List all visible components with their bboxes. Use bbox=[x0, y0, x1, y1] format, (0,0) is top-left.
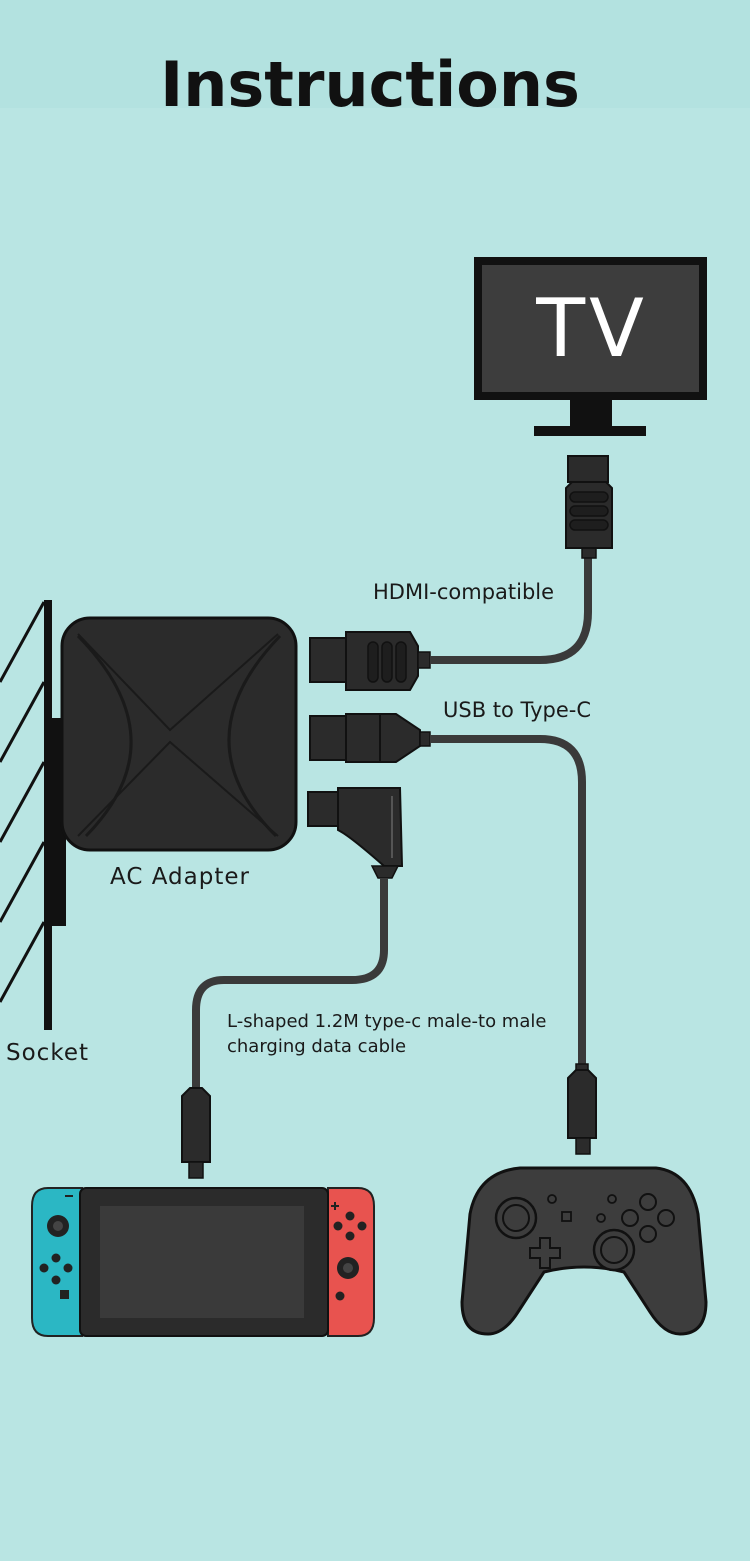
l-shaped-plug-adapter bbox=[307, 787, 404, 879]
hdmi-cable bbox=[430, 552, 592, 664]
page-title: Instructions bbox=[160, 48, 580, 121]
tv-label: TV bbox=[536, 282, 648, 375]
socket-label: Socket bbox=[6, 1040, 89, 1066]
tv-monitor bbox=[474, 257, 707, 436]
hdmi-label: HDMI-compatible bbox=[373, 580, 555, 604]
hdmi-plug-tv bbox=[565, 455, 613, 559]
usb-label: USB to Type-C bbox=[443, 698, 592, 722]
switch-console bbox=[31, 1187, 375, 1337]
cable-label: L-shaped 1.2M type-c male-to male chargi… bbox=[227, 1011, 547, 1057]
ac-adapter-label: AC Adapter bbox=[110, 864, 250, 890]
pro-controller bbox=[460, 1166, 708, 1336]
hdmi-plug-adapter bbox=[309, 631, 431, 691]
typec-plug-controller bbox=[567, 1063, 597, 1155]
usb-cable bbox=[430, 735, 586, 1066]
l-shaped-cable bbox=[192, 878, 388, 1090]
socket-wall bbox=[0, 600, 66, 1030]
ac-adapter bbox=[60, 616, 298, 852]
title-band bbox=[0, 0, 750, 108]
usb-plug-adapter bbox=[309, 713, 431, 763]
typec-plug-switch bbox=[181, 1087, 211, 1179]
